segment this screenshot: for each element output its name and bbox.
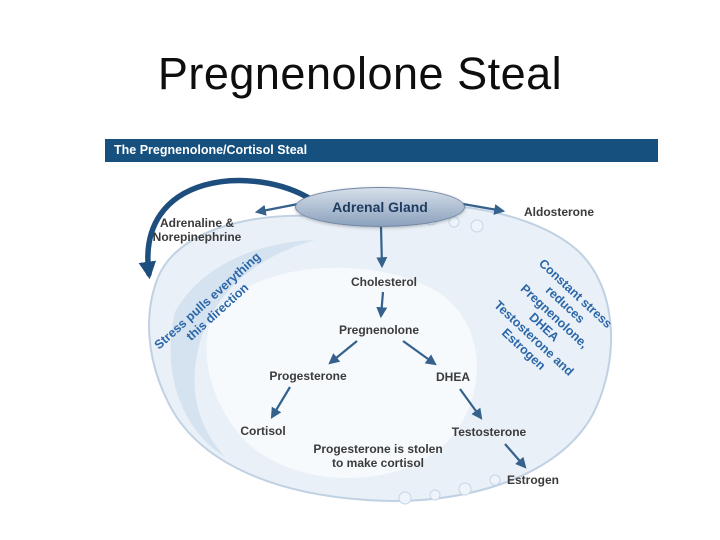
label-adrenaline: Adrenaline & Norepinephrine — [152, 215, 242, 244]
arrow-stress-curve — [138, 177, 315, 280]
arrow-pregnenolone-to-dhea — [402, 340, 437, 366]
arrow-pregnenolone-to-progesterone — [328, 340, 358, 365]
label-cortisol: Cortisol — [240, 423, 286, 438]
arrow-progesterone-to-cortisol — [270, 386, 291, 419]
label-testosterone: Testosterone — [451, 424, 527, 439]
label-aldosterone: Aldosterone — [523, 204, 595, 219]
arrow-gland-to-adrenaline — [254, 202, 299, 216]
arrow-testosterone-to-estrogen — [504, 443, 527, 469]
diagram-graphics — [138, 177, 613, 505]
figure-header-bar: The Pregnenolone/Cortisol Steal — [105, 139, 658, 162]
adrenal-gland-node: Adrenal Gland — [295, 187, 465, 227]
note-progesterone-stolen: Progesterone is stolen to make cortisol — [313, 441, 443, 470]
label-dhea: DHEA — [435, 369, 471, 384]
label-estrogen: Estrogen — [506, 472, 560, 487]
arrow-gland-to-cholesterol — [376, 226, 388, 269]
label-pregnenolone: Pregnenolone — [338, 322, 420, 337]
arrow-cholesterol-to-pregnenolone — [376, 291, 388, 319]
adrenal-gland-shell-illustration — [148, 203, 613, 505]
arrow-dhea-to-testosterone — [459, 388, 483, 420]
label-cholesterol: Cholesterol — [350, 274, 418, 289]
arrow-gland-to-aldosterone — [462, 202, 506, 215]
slide-title: Pregnenolone Steal — [157, 48, 563, 99]
label-progesterone: Progesterone — [269, 368, 347, 383]
pregnenolone-steal-figure: The Pregnenolone/Cortisol Steal — [105, 139, 658, 515]
figure-body: Adrenal Gland Adrenaline & Norepinephrin… — [105, 162, 658, 515]
